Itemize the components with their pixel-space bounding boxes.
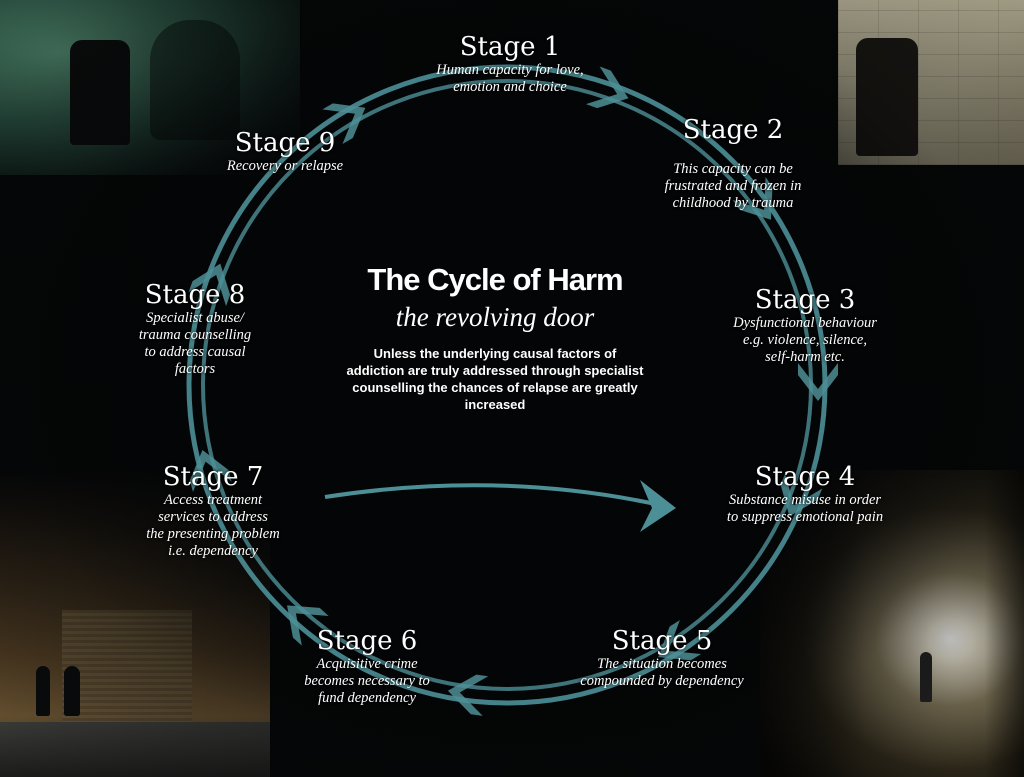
stage-4-desc-line: Substance misuse in order [728, 492, 882, 508]
stage-3-desc-line: e.g. violence, silence, [743, 332, 867, 348]
stage-4-desc: Substance misuse in order to suppress em… [695, 492, 915, 526]
stage-8-desc: Specialist abuse/ trauma counselling to … [110, 310, 280, 378]
stage-2-desc-line: This capacity can be [673, 161, 793, 177]
stage-2-desc: This capacity can be frustrated and froz… [633, 161, 833, 212]
stage-7-desc: Access treatment services to address the… [123, 492, 303, 560]
stage-5-desc-line: The situation becomes [597, 656, 727, 672]
stage-8-desc-line: factors [174, 361, 216, 377]
stage-4: Stage 4 Substance misuse in order to sup… [695, 462, 915, 526]
stage-9-desc-line: Recovery or relapse [226, 158, 344, 174]
ring-group [186, 64, 838, 716]
stage-3-desc-line: self-harm etc. [765, 349, 845, 365]
chevron-arrow [732, 177, 773, 220]
stage-2-desc-line: childhood by trauma [672, 195, 794, 211]
stage-5-desc-line: compounded by dependency [580, 673, 744, 689]
relapse-arrow [324, 483, 661, 507]
diagram-description: Unless the underlying causal factors of … [346, 346, 644, 412]
stage-6: Stage 6 Acquisitive crime becomes necess… [272, 626, 462, 707]
stage-1-desc-line: emotion and choice [453, 79, 567, 95]
diagram-title: The Cycle of Harm [367, 262, 623, 297]
stage-7-desc-line: Access treatment [163, 492, 263, 508]
stage-2-desc-line: frustrated and frozen in [664, 178, 802, 194]
chevron-arrow [447, 674, 489, 716]
stage-8: Stage 8 Specialist abuse/ trauma counsel… [110, 280, 280, 378]
stage-2-title: Stage 2 [682, 115, 784, 145]
stage-7: Stage 7 Access treatment services to add… [123, 462, 303, 560]
chevron-arrow [189, 450, 232, 492]
stage-9-desc: Recovery or relapse [195, 158, 375, 175]
stage-8-desc-line: trauma counselling [138, 327, 252, 343]
stage-8-title: Stage 8 [144, 280, 246, 310]
stage-6-desc-line: fund dependency [318, 690, 416, 706]
chevron-arrow [322, 103, 366, 145]
stage-3-title: Stage 3 [754, 285, 856, 315]
stage-7-desc-line: services to address [158, 509, 268, 525]
diagram-subtitle: the revolving door [395, 302, 595, 332]
stage-6-desc-line: becomes necessary to [304, 673, 430, 689]
stage-9: Stage 9 Recovery or relapse [195, 128, 375, 175]
chevron-arrow [798, 363, 838, 401]
stage-9-title: Stage 9 [234, 128, 336, 158]
center-text: The Cycle of Harm the revolving door Unl… [330, 262, 660, 413]
chevron-arrow [658, 620, 702, 661]
stage-1-desc: Human capacity for love, emotion and cho… [390, 62, 630, 96]
stage-5: Stage 5 The situation becomes compounded… [552, 626, 772, 690]
stage-5-title: Stage 5 [611, 626, 713, 656]
stage-3: Stage 3 Dysfunctional behaviour e.g. vio… [705, 285, 905, 366]
relapse-arrow-head [640, 480, 676, 532]
stage-4-title: Stage 4 [754, 462, 856, 492]
chevron-arrow [585, 66, 629, 109]
stage-6-desc-line: Acquisitive crime [316, 656, 418, 672]
stage-8-desc-line: to address causal [144, 344, 246, 360]
stage-2: Stage 2 This capacity can be frustrated … [633, 115, 833, 212]
stage-4-desc-line: to suppress emotional pain [726, 509, 884, 525]
stage-7-title: Stage 7 [162, 462, 264, 492]
stage-1: Stage 1 Human capacity for love, emotion… [390, 32, 630, 96]
stage-3-desc-line: Dysfunctional behaviour [733, 315, 877, 331]
chevron-arrow [780, 473, 823, 517]
chevron-arrow [188, 263, 231, 307]
stage-6-title: Stage 6 [316, 626, 418, 656]
stage-6-desc: Acquisitive crime becomes necessary to f… [272, 656, 462, 707]
stage-5-desc: The situation becomes compounded by depe… [552, 656, 772, 690]
stage-7-desc-line: the presenting problem [146, 526, 280, 542]
stage-3-desc: Dysfunctional behaviour e.g. violence, s… [705, 315, 905, 366]
stage-1-desc-line: Human capacity for love, [436, 62, 584, 78]
stage-7-desc-line: i.e. dependency [168, 543, 258, 559]
stage-1-title: Stage 1 [459, 32, 561, 62]
stage-8-desc-line: Specialist abuse/ [146, 310, 244, 326]
chevron-arrow [287, 605, 329, 646]
